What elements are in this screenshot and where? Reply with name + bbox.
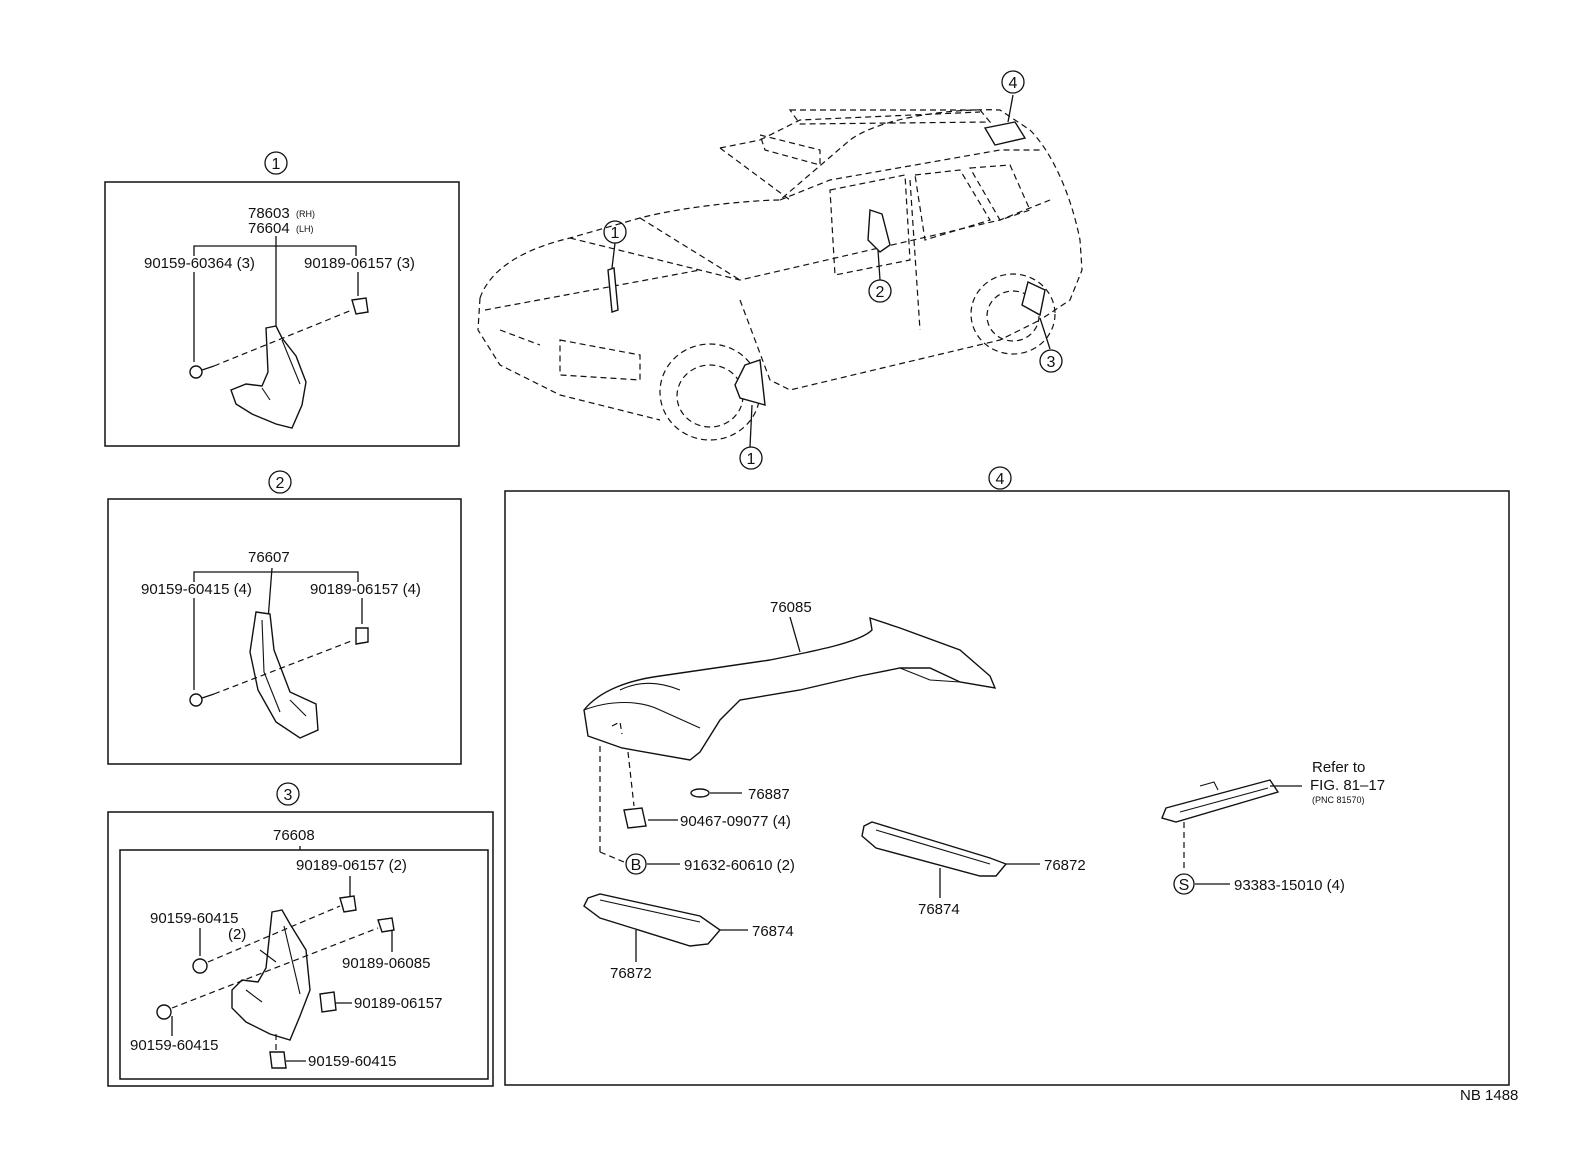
part-number-76887[interactable]: 76887 [748, 786, 790, 803]
car-callout-1-bottom[interactable]: 1 [739, 446, 763, 470]
part-number-76872-left[interactable]: 76872 [610, 965, 652, 982]
callout-label: 4 [996, 471, 1005, 488]
diagram-code: NB 1488 [1460, 1087, 1518, 1104]
lh-tag: (LH) [296, 224, 314, 234]
b-callout[interactable]: B [625, 853, 647, 875]
car-callout-4[interactable]: 4 [1001, 70, 1025, 94]
clip-icon [339, 895, 357, 913]
part-number-76874-left[interactable]: 76874 [752, 923, 794, 940]
part-number-clip-top-p3[interactable]: 90189-06157 (2) [296, 857, 407, 874]
clip-icon [623, 807, 647, 829]
refer-line-3: (PNC 81570) [1312, 795, 1365, 805]
part-number-clip-p2[interactable]: 90189-06157 (4) [310, 581, 421, 598]
callout-label: 1 [272, 156, 281, 173]
screw-icon [156, 1004, 172, 1020]
part-number-screw-left-qty: (2) [228, 926, 246, 943]
part-number-screw-low-left-p3[interactable]: 90159-60415 [130, 1037, 218, 1054]
part-number-screw-bottom-p3[interactable]: 90159-60415 [308, 1053, 396, 1070]
panel-1: 1 78603 (RH) 76604 (LH) 90159-60364 (3) … [104, 151, 460, 447]
part-number-76604[interactable]: 76604 [248, 220, 290, 237]
rh-tag: (RH) [296, 209, 315, 219]
part-number-76607[interactable]: 76607 [248, 549, 290, 566]
part-number-clip-mid-p3[interactable]: 90189-06085 [342, 955, 430, 972]
part-number-76085[interactable]: 76085 [770, 599, 812, 616]
part-number-screw-left-p3[interactable]: 90159-60415 [150, 910, 238, 927]
callout-label: B [631, 857, 642, 874]
part-number-91632-60610[interactable]: 91632-60610 (2) [684, 857, 795, 874]
part-number-78603[interactable]: 78603 [248, 205, 290, 222]
panel-1-frame [104, 181, 460, 447]
refer-line-2[interactable]: FIG. 81–17 [1310, 777, 1385, 794]
screw-icon [189, 693, 203, 707]
clip-icon [377, 917, 395, 933]
callout-label: 2 [276, 475, 285, 492]
panel-4-callout[interactable]: 4 [988, 466, 1012, 490]
callout-label: 1 [747, 451, 756, 468]
part-number-screw-p1[interactable]: 90159-60364 (3) [144, 255, 255, 272]
panel-4-frame [504, 490, 1510, 1086]
panel-3-inner-frame [119, 849, 489, 1080]
car-callout-2[interactable]: 2 [868, 279, 892, 303]
part-number-76608[interactable]: 76608 [273, 827, 315, 844]
car-overview: 1 2 1 3 4 [477, 70, 1083, 470]
part-number-93383-15010[interactable]: 93383-15010 (4) [1234, 877, 1345, 894]
screw-icon [189, 365, 203, 379]
refer-line-1: Refer to [1312, 759, 1365, 776]
panel-3-callout[interactable]: 3 [276, 782, 300, 806]
panel-2-callout[interactable]: 2 [268, 470, 292, 494]
car-callout-1-top[interactable]: 1 [603, 220, 627, 244]
callout-label: 4 [1009, 75, 1018, 92]
callout-label: 1 [611, 225, 620, 242]
part-number-clip-low-p3[interactable]: 90189-06157 [354, 995, 442, 1012]
clip-icon [355, 627, 369, 645]
panel-2: 2 76607 90159-60415 (4) 90189-06157 (4) [107, 470, 462, 765]
s-callout[interactable]: S [1173, 873, 1195, 895]
part-number-screw-p2[interactable]: 90159-60415 (4) [141, 581, 252, 598]
callout-label: 3 [284, 787, 293, 804]
screw-icon [269, 1051, 287, 1069]
panel-3-outer-frame [107, 811, 494, 1087]
part-number-clip-p1[interactable]: 90189-06157 (3) [304, 255, 415, 272]
callout-label: 2 [876, 284, 885, 301]
part-number-76874-right[interactable]: 76874 [918, 901, 960, 918]
clip-icon [351, 297, 369, 315]
panel-1-callout[interactable]: 1 [264, 151, 288, 175]
part-number-90467-09077[interactable]: 90467-09077 (4) [680, 813, 791, 830]
car-callout-3[interactable]: 3 [1039, 349, 1063, 373]
part-number-76872-right[interactable]: 76872 [1044, 857, 1086, 874]
panel-2-frame [107, 498, 462, 765]
panel-4: 4 76085 76887 90467-09077 (4) B 91632-60… [504, 466, 1510, 1086]
panel-3: 3 76608 90189-06157 (2) 90159-60415 (2) … [107, 782, 494, 1087]
screw-icon [192, 958, 208, 974]
callout-label: 3 [1047, 354, 1056, 371]
clip-icon [319, 991, 337, 1013]
callout-label: S [1179, 877, 1190, 894]
